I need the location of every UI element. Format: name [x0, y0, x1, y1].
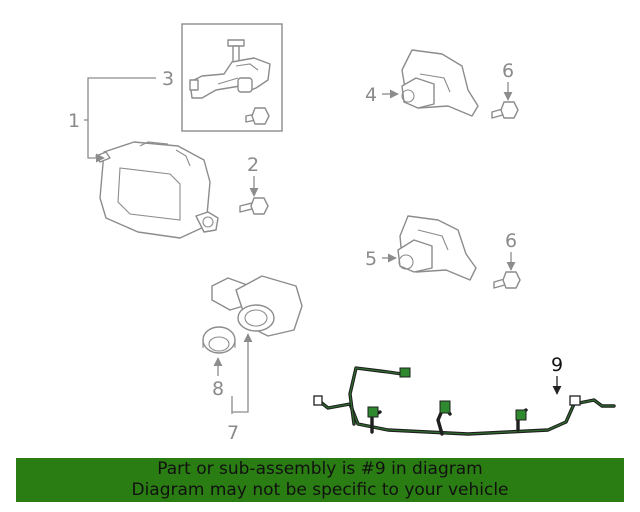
- callout-6b: 6: [505, 230, 517, 252]
- camera-part-4[interactable]: [401, 49, 479, 117]
- callout-1: 1: [68, 110, 80, 132]
- callout-2: 2: [247, 154, 259, 176]
- bolt-part-6a[interactable]: [491, 101, 519, 119]
- retainer-ring-part-8[interactable]: [202, 326, 236, 354]
- parking-sensor-part-7[interactable]: [211, 275, 303, 337]
- callout-5: 5: [365, 248, 377, 270]
- wiring-harness-part-9[interactable]: [313, 366, 616, 436]
- callout-4: 4: [365, 84, 377, 106]
- leader-lines: [84, 77, 562, 414]
- callout-6a: 6: [502, 60, 514, 82]
- banner-line-1: Part or sub-assembly is #9 in diagram: [157, 459, 483, 479]
- bolt-part-6b[interactable]: [493, 271, 521, 289]
- info-banner: Part or sub-assembly is #9 in diagram Di…: [16, 458, 624, 502]
- callout-7: 7: [227, 422, 239, 444]
- bracket-subassembly[interactable]: [181, 23, 283, 132]
- parts-diagram: 1 2 3 4 5 6 6 7 8 9: [68, 23, 616, 444]
- radar-sensor-part[interactable]: [95, 141, 219, 239]
- bolt-part-2[interactable]: [239, 197, 269, 215]
- callout-8: 8: [212, 378, 224, 400]
- callout-9: 9: [551, 354, 563, 376]
- callout-3: 3: [162, 68, 174, 90]
- camera-part-5[interactable]: [397, 215, 477, 281]
- banner-line-2: Diagram may not be specific to your vehi…: [131, 480, 509, 500]
- callout-labels: 1 2 3 4 5 6 6 7 8 9: [68, 60, 563, 444]
